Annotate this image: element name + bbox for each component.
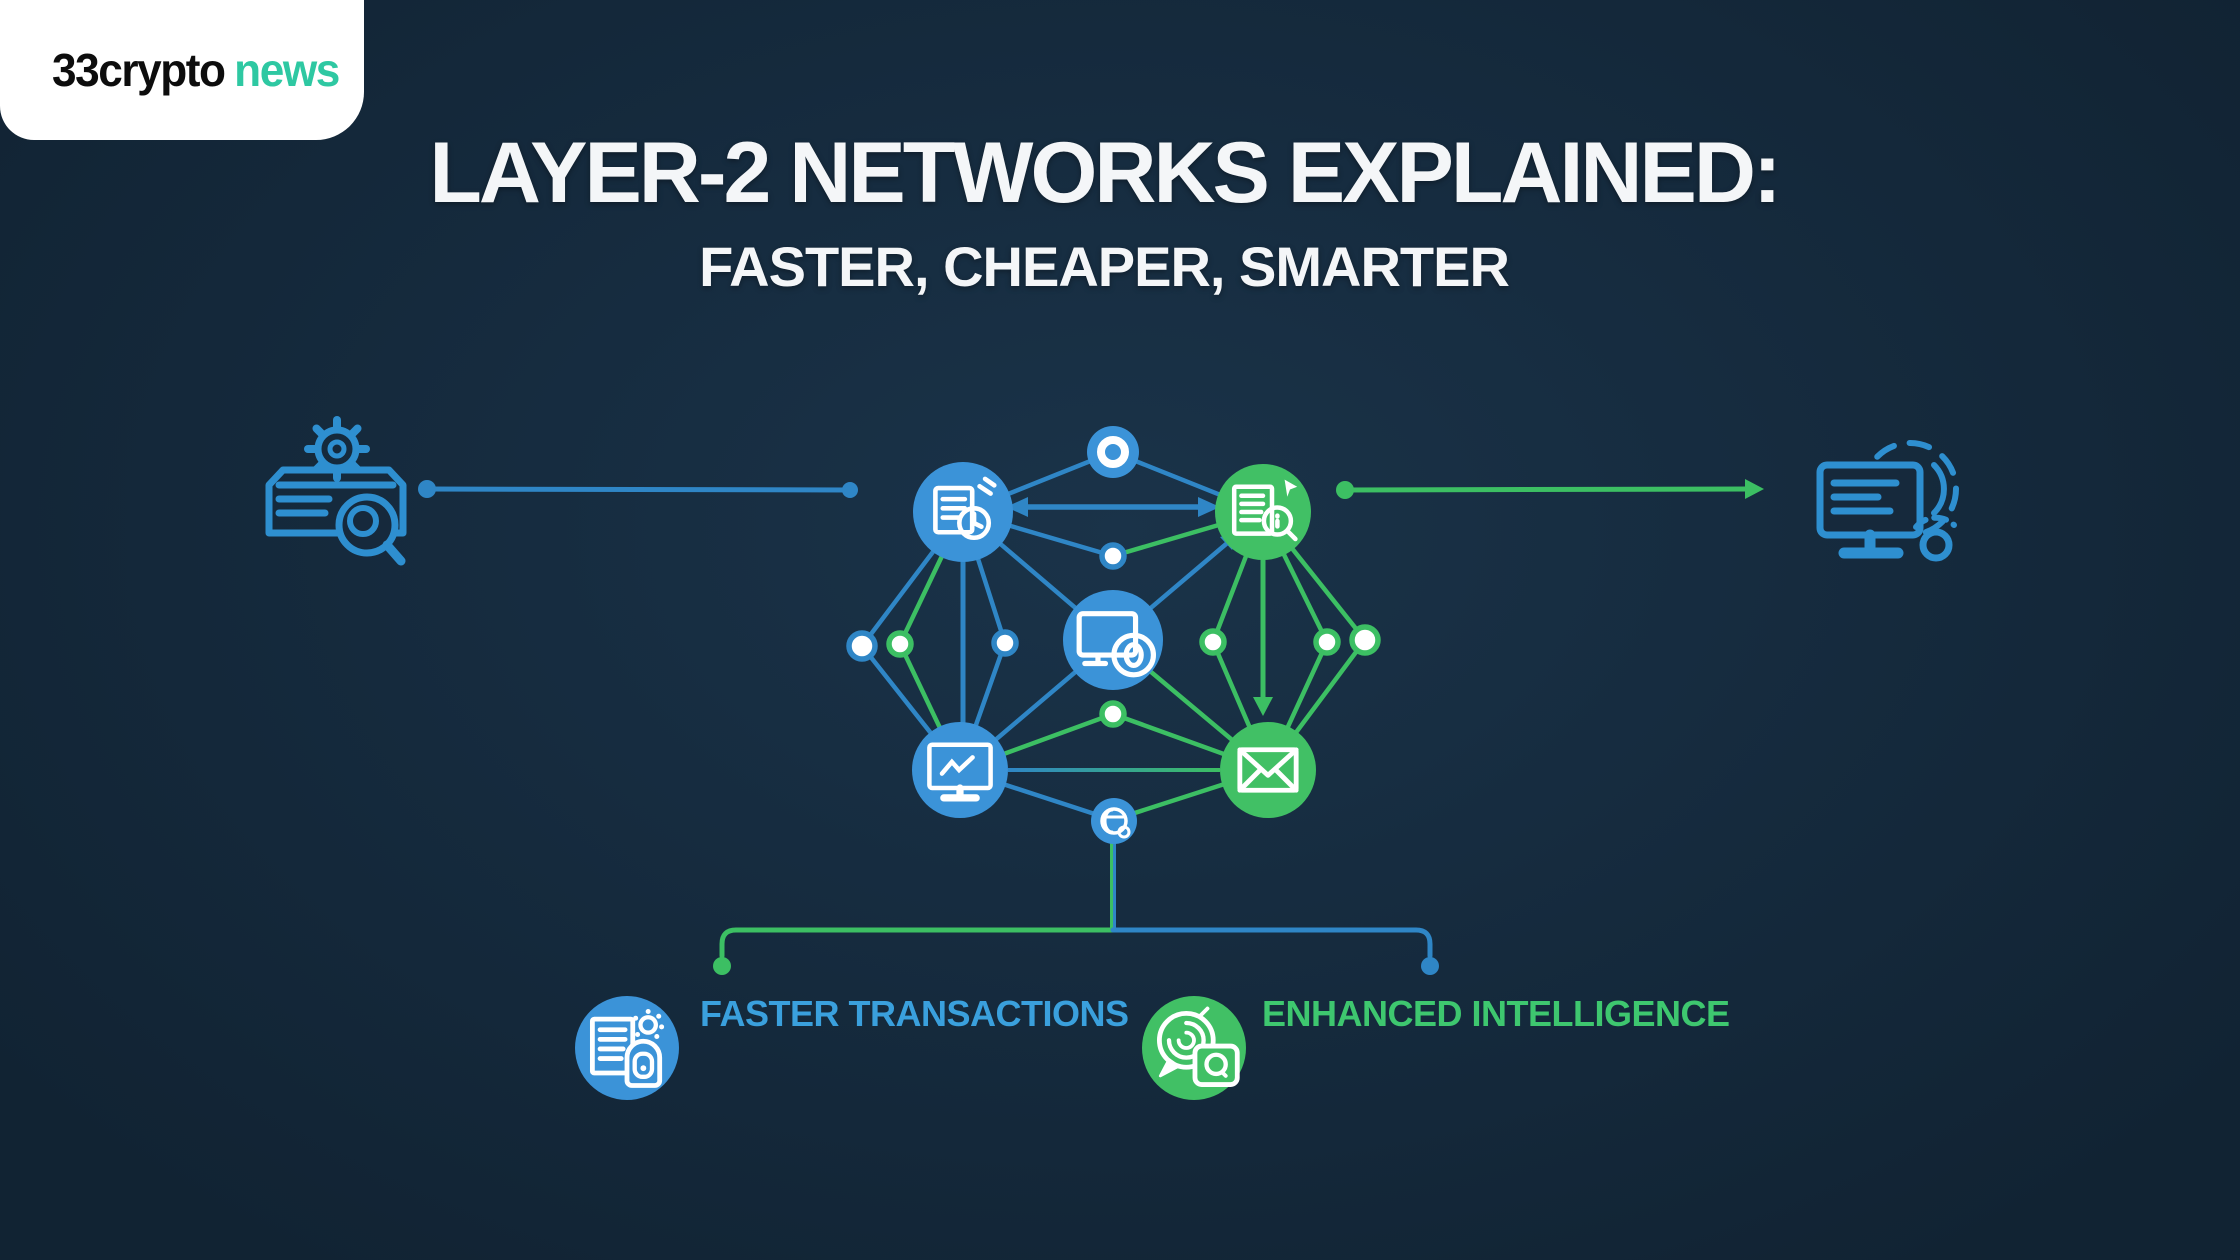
- connector-dots: [418, 480, 1354, 499]
- page-title: LAYER-2 NETWORKS EXPLAINED:: [429, 125, 1781, 221]
- relay-dots: [846, 542, 1381, 728]
- benefit-branches: [713, 927, 1439, 975]
- title-block: LAYER-2 NETWORKS EXPLAINED: FASTER, CHEA…: [0, 128, 2208, 299]
- node-center: [1063, 590, 1163, 690]
- benefit-label-enhanced-intelligence: ENHANCED INTELLIGENCE: [1262, 993, 1730, 1034]
- globe-icon: [1100, 807, 1131, 839]
- envelope-icon: [1237, 747, 1299, 793]
- benefit-icon-enhanced-intelligence: [1142, 996, 1246, 1100]
- ring-icon: [1097, 436, 1129, 468]
- benefit-label-faster-transactions: FASTER TRANSACTIONS: [700, 993, 1129, 1034]
- chat-badge-icon: [1156, 1006, 1240, 1087]
- document-badge-icon: [589, 1008, 665, 1088]
- document-search-icon: [1231, 479, 1298, 542]
- node-lower-left: [912, 722, 1008, 818]
- monitor-chart-icon: [927, 742, 993, 802]
- gear-document-search-icon: [255, 412, 415, 587]
- monitor-signal-icon: [1808, 428, 1968, 583]
- document-clock-icon: [933, 476, 997, 541]
- node-top-ring: [1087, 426, 1139, 478]
- node-upper-left: [913, 462, 1013, 562]
- logo-suffix: news: [234, 44, 340, 96]
- node-upper-right: [1215, 464, 1311, 560]
- node-lower-right: [1220, 722, 1316, 818]
- node-bottom-hub: [1091, 798, 1137, 844]
- benefit-icon-faster-transactions: [575, 996, 679, 1100]
- page-subtitle: FASTER, CHEAPER, SMARTER: [699, 235, 1510, 299]
- monitor-lens-icon: [1076, 611, 1157, 678]
- logo-prefix: 33crypto: [52, 44, 226, 96]
